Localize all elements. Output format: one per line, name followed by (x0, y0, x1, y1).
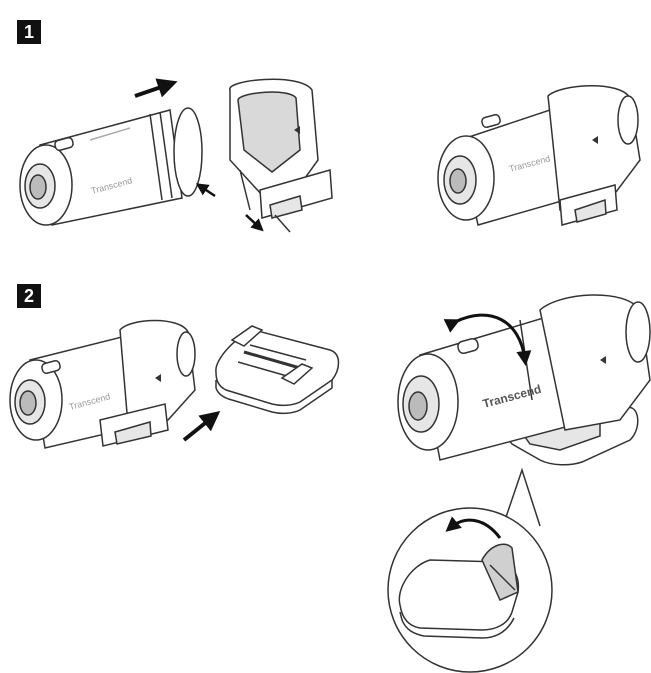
step1-camera (19, 107, 203, 226)
step2-insert-arrow (182, 411, 221, 442)
step2-rotate-arrow (443, 313, 532, 366)
step-2-badge: 2 (17, 284, 41, 308)
step1-open-mount (229, 78, 333, 233)
step-1-badge: 1 (17, 20, 41, 44)
step1-push-arrow (134, 78, 178, 98)
peel-arrow (445, 516, 502, 539)
step1-spread-arrows (195, 183, 264, 232)
step2-mounted-camera (397, 294, 651, 466)
step1-assembled-camera (437, 85, 641, 226)
step2-flat-mount (215, 325, 340, 415)
adhesive-callout (387, 467, 553, 673)
step2-camera (9, 319, 196, 449)
